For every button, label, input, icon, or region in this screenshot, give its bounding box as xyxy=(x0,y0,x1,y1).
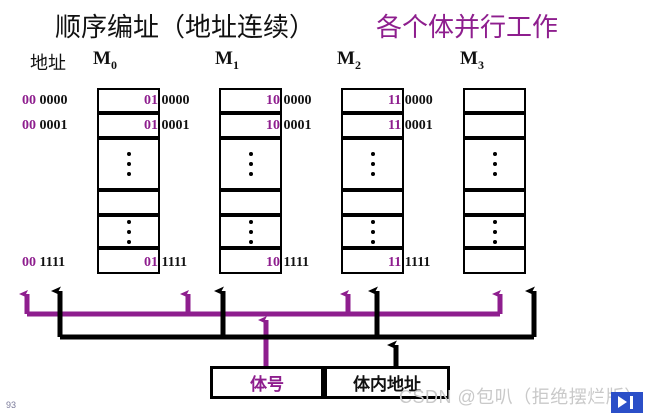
bank-header-m3-name: M xyxy=(460,48,478,69)
address-column-header: 地址 xyxy=(30,53,66,73)
address-prefix: 10 xyxy=(266,93,280,108)
address-suffix: 0000 xyxy=(404,93,433,108)
address-suffix: 1111 xyxy=(161,255,188,270)
memory-cell[interactable] xyxy=(463,248,526,274)
bank-header-m0-sub: 0 xyxy=(110,57,117,72)
memory-cell-ellipsis[interactable] xyxy=(97,138,160,190)
address-label-m0-last: 00 1111 xyxy=(22,255,65,271)
bank-number-bus-purple xyxy=(19,290,503,366)
address-prefix: 01 xyxy=(144,118,158,133)
address-suffix: 0001 xyxy=(283,118,312,133)
memory-cell[interactable] xyxy=(341,113,404,138)
address-label-m2-second: 10 0001 xyxy=(266,118,312,134)
bank-header-m2: M2 xyxy=(337,48,361,73)
memory-bank-m3 xyxy=(463,88,526,274)
memory-cell-ellipsis[interactable] xyxy=(341,138,404,190)
memory-cell[interactable] xyxy=(463,190,526,215)
vertical-ellipsis-icon xyxy=(97,215,160,248)
bank-header-m1-name: M xyxy=(215,48,233,69)
address-suffix: 0001 xyxy=(161,118,190,133)
address-prefix: 01 xyxy=(144,93,158,108)
memory-cell[interactable] xyxy=(219,88,282,113)
memory-cell[interactable] xyxy=(97,88,160,113)
bank-header-m1-sub: 1 xyxy=(232,57,239,72)
memory-cell[interactable] xyxy=(463,113,526,138)
bank-header-m2-name: M xyxy=(337,48,355,69)
address-suffix: 0000 xyxy=(161,93,190,108)
address-label-m3-second: 11 0001 xyxy=(388,118,433,134)
memory-cell-ellipsis[interactable] xyxy=(463,138,526,190)
address-label-m0-second: 00 0001 xyxy=(22,118,68,134)
memory-bank-m2 xyxy=(341,88,404,274)
memory-cell[interactable] xyxy=(463,88,526,113)
memory-cell[interactable] xyxy=(219,190,282,215)
bank-header-m0-name: M xyxy=(93,48,111,69)
memory-cell[interactable] xyxy=(341,88,404,113)
vertical-ellipsis-icon xyxy=(341,215,404,248)
address-suffix: 1111 xyxy=(404,255,431,270)
address-suffix: 0000 xyxy=(283,93,312,108)
memory-cell[interactable] xyxy=(97,113,160,138)
address-prefix: 00 xyxy=(22,255,36,270)
memory-bank-m0 xyxy=(97,88,160,274)
register-inner-address[interactable]: 体内地址 xyxy=(324,366,450,399)
address-prefix: 01 xyxy=(144,255,158,270)
address-suffix: 0000 xyxy=(39,93,68,108)
address-label-m2-first: 10 0000 xyxy=(266,93,312,109)
slide-title-black: 顺序编址（地址连续） xyxy=(55,13,316,42)
address-suffix: 0001 xyxy=(39,118,68,133)
address-label-m3-last: 11 1111 xyxy=(388,255,430,271)
bank-header-m0: M0 xyxy=(93,48,117,73)
csdn-logo-icon xyxy=(611,392,643,413)
address-label-m2-last: 10 1111 xyxy=(266,255,309,271)
address-label-m3-first: 11 0000 xyxy=(388,93,433,109)
register-bank-number-label: 体号 xyxy=(250,375,284,394)
vertical-ellipsis-icon xyxy=(219,215,282,248)
inner-address-bus-black xyxy=(51,286,537,366)
address-prefix: 11 xyxy=(388,255,402,270)
vertical-ellipsis-icon xyxy=(463,215,526,248)
address-prefix: 11 xyxy=(388,118,402,133)
memory-cell[interactable] xyxy=(341,248,404,274)
memory-cell[interactable] xyxy=(97,190,160,215)
address-prefix: 00 xyxy=(22,118,36,133)
vertical-ellipsis-icon xyxy=(97,138,160,190)
address-label-m1-last: 01 1111 xyxy=(144,255,187,271)
slide-title-purple: 各个体并行工作 xyxy=(376,13,559,42)
bank-header-m2-sub: 2 xyxy=(354,57,361,72)
title-row: 顺序编址（地址连续） 各个体并行工作 xyxy=(0,4,651,42)
address-label-m1-second: 01 0001 xyxy=(144,118,190,134)
address-suffix: 0001 xyxy=(404,118,433,133)
memory-cell[interactable] xyxy=(341,190,404,215)
memory-cell[interactable] xyxy=(219,113,282,138)
bank-header-m1: M1 xyxy=(215,48,239,73)
memory-bank-m1 xyxy=(219,88,282,274)
vertical-ellipsis-icon xyxy=(341,138,404,190)
address-label-m1-first: 01 0000 xyxy=(144,93,190,109)
bank-header-m3-sub: 3 xyxy=(477,57,484,72)
address-prefix: 10 xyxy=(266,118,280,133)
memory-cell[interactable] xyxy=(219,248,282,274)
vertical-ellipsis-icon xyxy=(463,138,526,190)
address-prefix: 00 xyxy=(22,93,36,108)
address-suffix: 1111 xyxy=(283,255,310,270)
register-inner-address-label: 体内地址 xyxy=(353,375,421,394)
address-label-m0-first: 00 0000 xyxy=(22,93,68,109)
address-prefix: 10 xyxy=(266,255,280,270)
register-bank-number[interactable]: 体号 xyxy=(210,366,324,399)
bank-header-m3: M3 xyxy=(460,48,484,73)
address-prefix: 11 xyxy=(388,93,402,108)
memory-cell[interactable] xyxy=(97,248,160,274)
page-number: 93 xyxy=(6,400,17,410)
address-suffix: 1111 xyxy=(39,255,66,270)
vertical-ellipsis-icon xyxy=(219,138,282,190)
